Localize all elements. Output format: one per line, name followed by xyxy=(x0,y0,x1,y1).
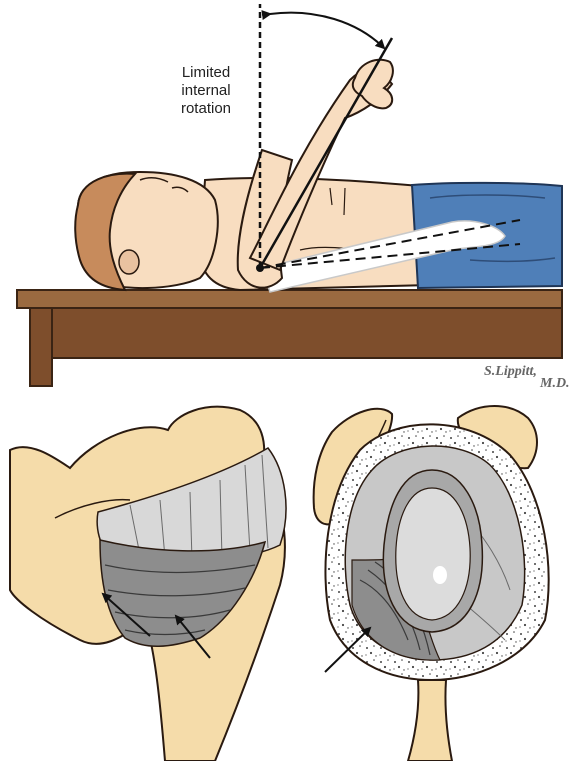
label-line-3: rotation xyxy=(166,100,246,118)
scapular-neck xyxy=(408,680,452,761)
glenoid-illustration xyxy=(314,406,549,761)
shoulder-joint-illustration xyxy=(10,407,286,761)
signature-name: S.Lippitt, xyxy=(484,364,537,380)
label-line-1: Limited xyxy=(166,64,246,82)
signature-degree: M.D. xyxy=(540,376,570,392)
label-line-2: internal xyxy=(166,82,246,100)
patient-head xyxy=(75,172,218,290)
examination-table xyxy=(17,290,562,386)
artist-signature: S.Lippitt, M.D. xyxy=(484,364,579,394)
rotation-arc-arrow-icon xyxy=(270,13,384,48)
top-scene xyxy=(17,4,562,386)
internal-rotation-label: Limited internal rotation xyxy=(166,64,246,118)
